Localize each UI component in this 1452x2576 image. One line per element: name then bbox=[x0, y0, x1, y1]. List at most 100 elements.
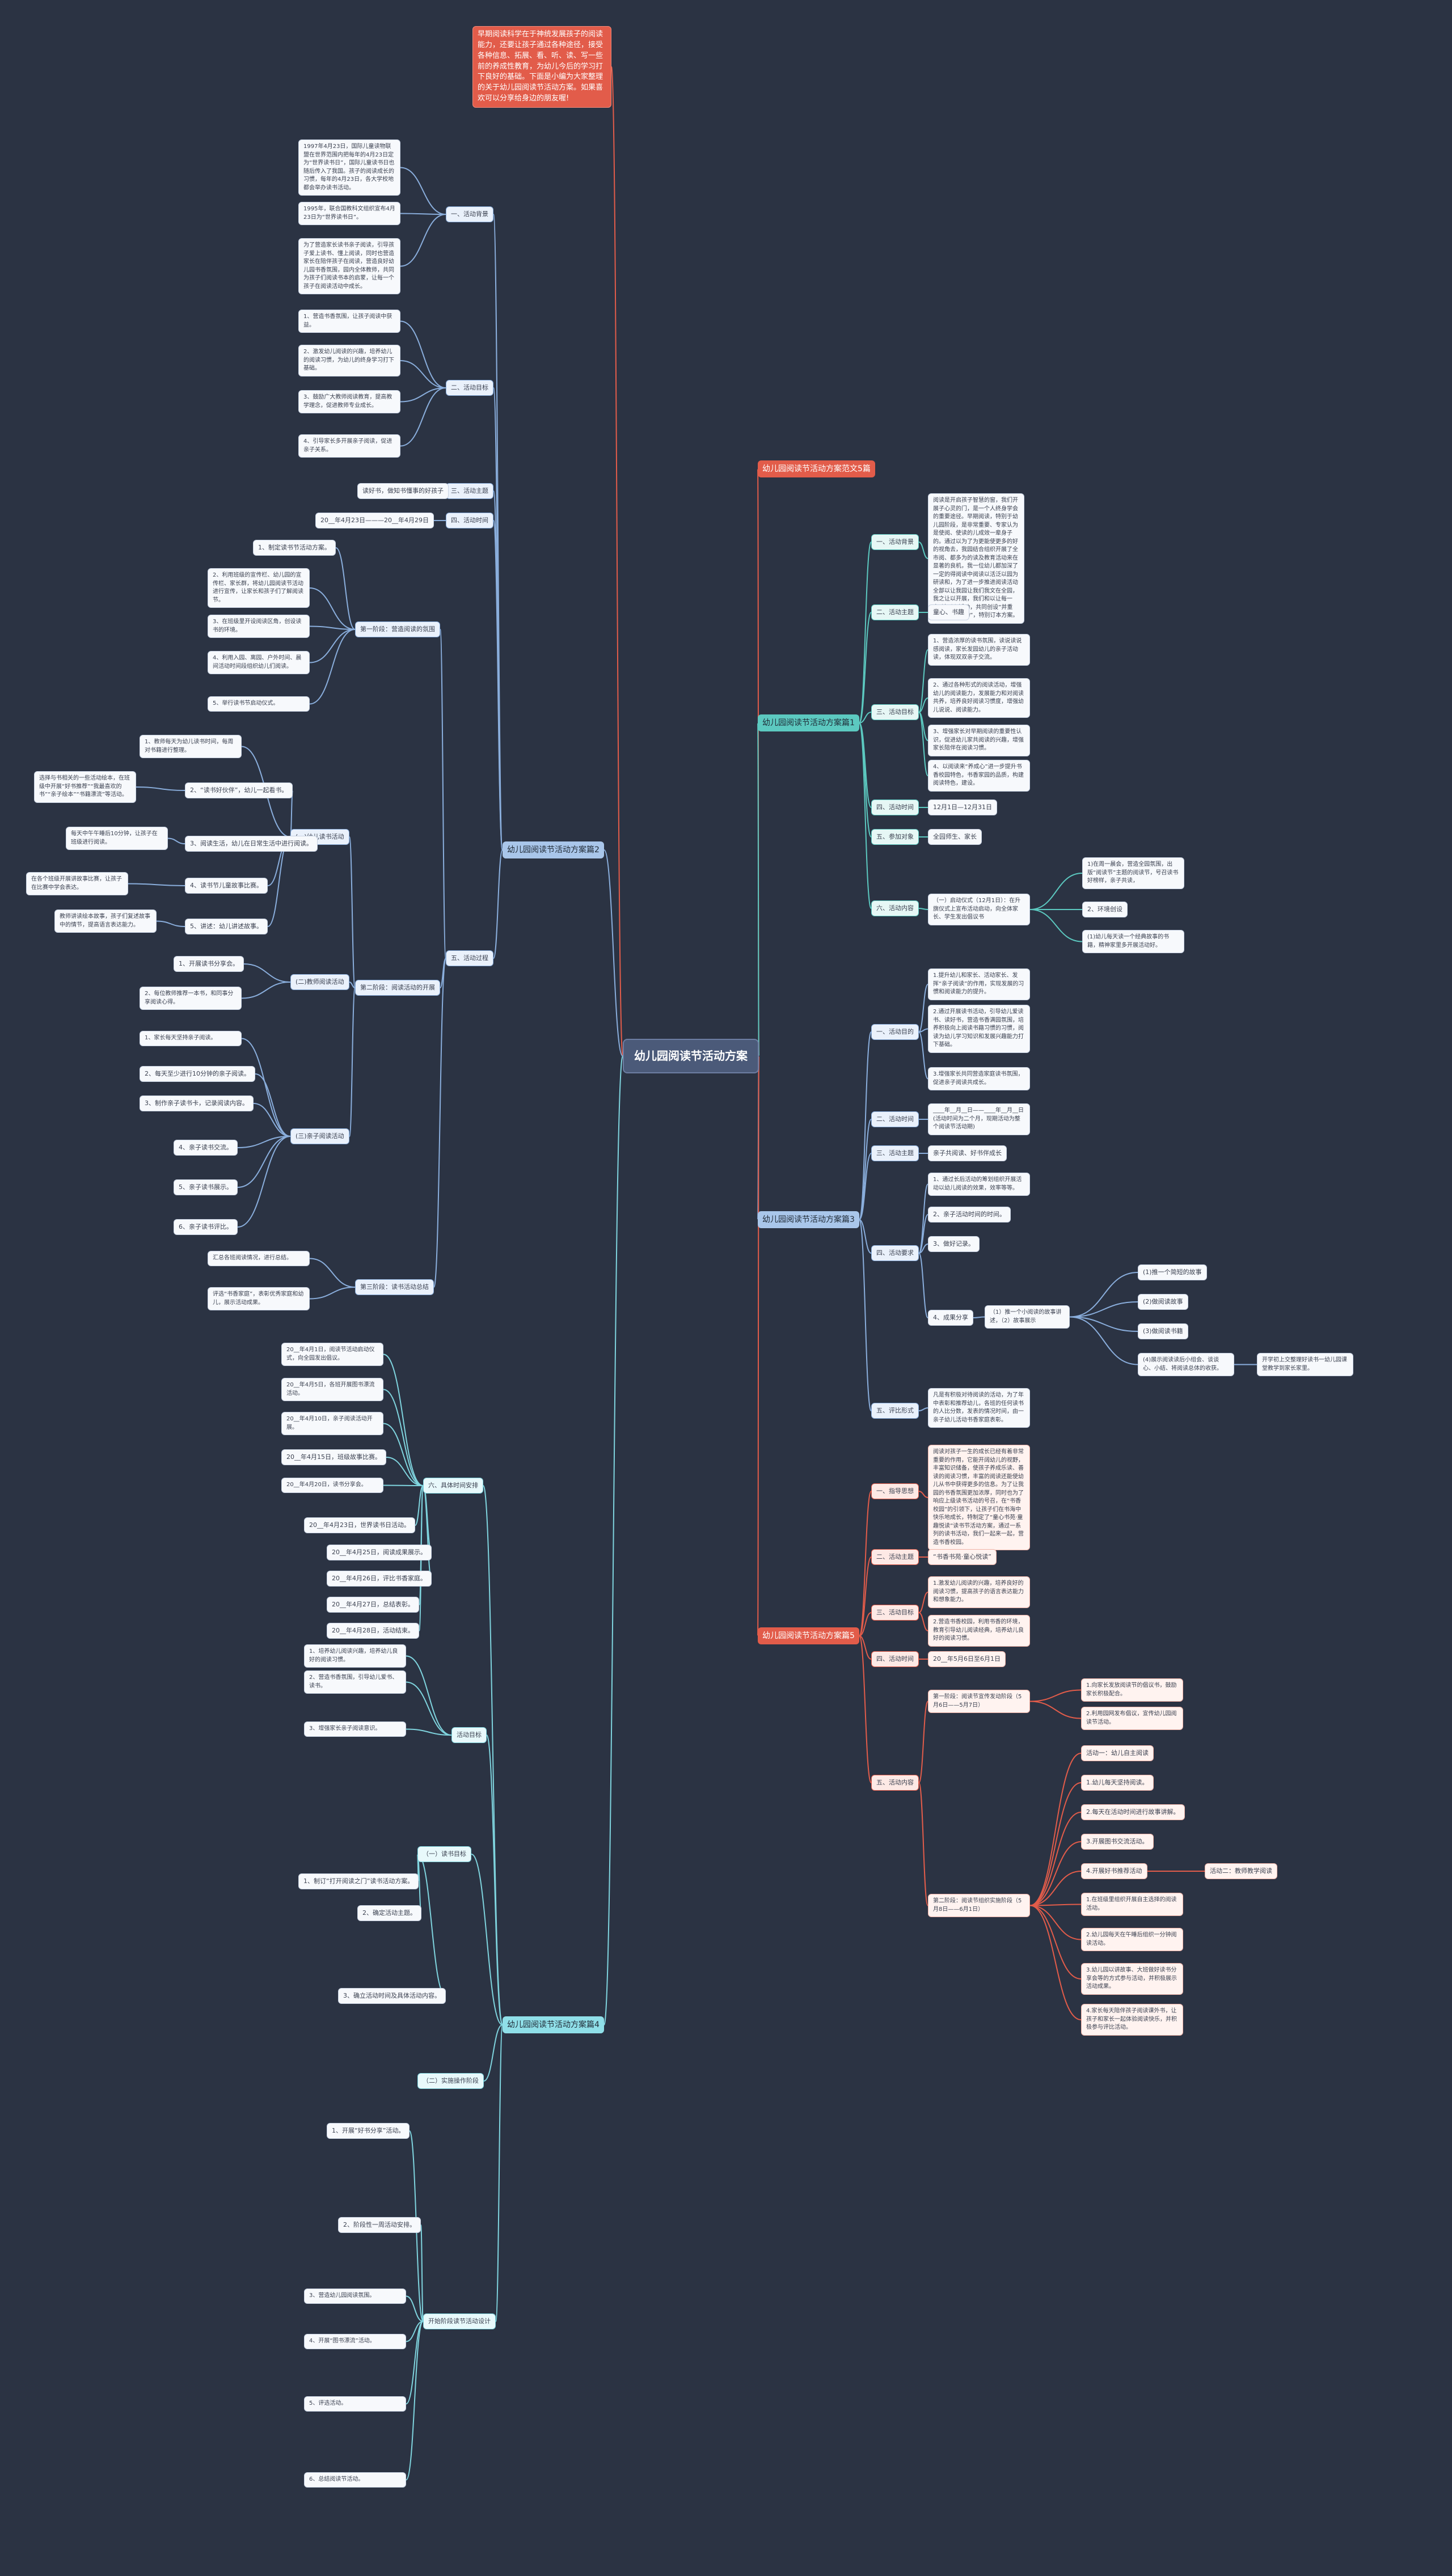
intro-node[interactable]: 早期阅读科学在于神统发展孩子的阅读能力，还要让孩子通过各种途径，接受各种信息、拓… bbox=[472, 26, 611, 108]
connector bbox=[1029, 1812, 1082, 1906]
mindmap-root[interactable]: 幼儿园阅读节活动方案 bbox=[623, 1039, 759, 1073]
connector bbox=[859, 1491, 872, 1636]
branch-c-title[interactable]: 幼儿园阅读节活动方案篇3 bbox=[758, 1211, 859, 1229]
d-s3[interactable]: 三、活动目标 bbox=[871, 1605, 919, 1621]
connector bbox=[495, 2024, 503, 2322]
connector bbox=[237, 1136, 291, 1188]
connector bbox=[415, 1485, 424, 1526]
c-s3[interactable]: 三、活动主题 bbox=[871, 1145, 919, 1161]
c-s4-3: 3、做好记录。 bbox=[928, 1236, 980, 1252]
connector bbox=[1029, 1701, 1082, 1719]
e-s2-2: 2、激发幼儿阅读的兴趣，培养幼儿的阅读习惯，为幼儿的终身学习打下基础。 bbox=[298, 345, 400, 377]
connector bbox=[241, 1038, 291, 1137]
branch-b-title[interactable]: 幼儿园阅读节活动方案篇1 bbox=[758, 714, 859, 732]
connector bbox=[1069, 1272, 1138, 1318]
c-s4-4t: （1）推一个小阅读的故事讲述，（2）故事展示 bbox=[985, 1305, 1070, 1329]
connector bbox=[859, 1635, 872, 1660]
connector bbox=[309, 629, 356, 705]
connector bbox=[400, 214, 446, 267]
b-s5[interactable]: 五、参加对象 bbox=[871, 829, 919, 845]
connector bbox=[603, 1055, 623, 2025]
c-s4-d2: 开学初上交整理好读书一幼儿园课堂教学到家长家里。 bbox=[1257, 1353, 1353, 1376]
e-st2-a3t: 每天中午午睡后10分钟，让孩子在班级进行阅读。 bbox=[66, 827, 168, 850]
connector bbox=[918, 984, 928, 1033]
connector bbox=[400, 387, 446, 403]
d-p2-6: 2.幼儿园每天在午睡后组织一分钟阅读活动。 bbox=[1081, 1928, 1183, 1951]
e-st3[interactable]: 第三阶段：读书活动总结 bbox=[355, 1279, 434, 1295]
connector bbox=[859, 722, 872, 808]
connector bbox=[349, 836, 356, 988]
f-s6[interactable]: 六、具体时间安排 bbox=[423, 1478, 483, 1494]
d-p2-7: 3.幼儿园以讲故事、大班做好读书分享会等的方式参与活动，并积极展示活动成果。 bbox=[1081, 1963, 1183, 1995]
f-t6: 20__年4月23日，世界读书日活动。 bbox=[304, 1517, 415, 1533]
e-st1-5: 5、举行读书节启动仪式。 bbox=[208, 696, 310, 712]
b-s3-2: 2、通过各种形式的阅读活动，增强幼儿的阅读能力，发展能力和对阅读共养，培养良好阅… bbox=[928, 678, 1030, 718]
e-st1[interactable]: 第一阶段：营造阅读的氛围 bbox=[355, 621, 440, 637]
e-st2-a2t: 选择与书相关的一些活动绘本，在班级中开展“好书推荐”“我最喜欢的书”“亲子绘本”… bbox=[34, 771, 136, 803]
branch-e-title[interactable]: 幼儿园阅读节活动方案篇2 bbox=[503, 841, 604, 859]
connector bbox=[918, 712, 928, 776]
connector bbox=[471, 1854, 503, 2025]
branch-a-title[interactable]: 幼儿园阅读节活动方案范文5篇 bbox=[758, 460, 875, 478]
f-ca-2: 2、营造书香氛围，引导幼儿爱书、读书。 bbox=[304, 1670, 406, 1694]
f-t10: 20__年4月28日，活动结束。 bbox=[327, 1623, 419, 1639]
e-st2-b[interactable]: (二)教师阅读活动 bbox=[290, 974, 349, 990]
connector bbox=[406, 2295, 424, 2322]
b-s2[interactable]: 二、活动主题 bbox=[871, 604, 919, 620]
e-st2-c1: 1、家长每天坚持亲子阅读。 bbox=[140, 1031, 242, 1046]
c-s4[interactable]: 四、活动要求 bbox=[871, 1245, 919, 1261]
d-s5[interactable]: 五、活动内容 bbox=[871, 1775, 919, 1791]
e-s3[interactable]: 三、活动主题 bbox=[446, 483, 493, 499]
d-s1-text: 阅读对孩子一生的成长已经有着非常重要的作用，它能开阔幼儿的视野，丰富知识储备，使… bbox=[928, 1445, 1030, 1550]
d-p2-4: 4.开展好书推荐活动 bbox=[1081, 1863, 1147, 1879]
connector bbox=[243, 963, 291, 983]
d-s2[interactable]: 二、活动主题 bbox=[871, 1549, 919, 1565]
connector bbox=[420, 2224, 424, 2322]
connector bbox=[309, 1287, 356, 1300]
e-st2-a1: 1、教师每天为幼儿读书时间，每周对书籍进行整理。 bbox=[140, 735, 242, 758]
connector bbox=[386, 1457, 424, 1486]
c-s2[interactable]: 二、活动时间 bbox=[871, 1111, 919, 1127]
b-s4[interactable]: 四、活动时间 bbox=[871, 800, 919, 815]
e-s2[interactable]: 二、活动目标 bbox=[446, 380, 493, 396]
d-s4[interactable]: 四、活动时间 bbox=[871, 1651, 919, 1667]
c-s1[interactable]: 一、活动目的 bbox=[871, 1024, 919, 1040]
d-s1[interactable]: 一、指导思想 bbox=[871, 1483, 919, 1499]
connector bbox=[406, 2321, 424, 2405]
e-s1[interactable]: 一、活动背景 bbox=[446, 206, 493, 222]
f-cb[interactable]: （一）读书目标 bbox=[417, 1846, 471, 1862]
f-cd[interactable]: 开始阶段读节活动设计 bbox=[423, 2313, 496, 2329]
e-st2-c3: 3、制作亲子读书卡，记录阅读内容。 bbox=[140, 1095, 254, 1111]
connector bbox=[1069, 1316, 1138, 1332]
e-st2-c[interactable]: (三)亲子阅读活动 bbox=[290, 1128, 349, 1144]
f-ca[interactable]: 活动目标 bbox=[451, 1727, 487, 1743]
branch-f-title[interactable]: 幼儿园阅读节活动方案篇4 bbox=[503, 2016, 604, 2034]
e-s2-3: 3、鼓励广大教师阅读教育，提高教学理念，促进教师专业成长。 bbox=[298, 390, 400, 413]
connector bbox=[1029, 1904, 1082, 1906]
connector bbox=[383, 1389, 424, 1486]
e-st2-b1: 1、开展读书分享会。 bbox=[174, 956, 244, 972]
b-s1[interactable]: 一、活动背景 bbox=[871, 534, 919, 550]
connector bbox=[1029, 1871, 1082, 1906]
f-cd-4: 4、开展“图书漂流”活动。 bbox=[304, 2334, 406, 2349]
e-st3-1: 汇总各班阅读情况，进行总结。 bbox=[208, 1251, 310, 1266]
f-cc[interactable]: （二）实施操作阶段 bbox=[417, 2073, 484, 2089]
connector bbox=[859, 1635, 872, 1783]
connector bbox=[1029, 1753, 1082, 1906]
b-s3[interactable]: 三、活动目标 bbox=[871, 704, 919, 720]
e-st2[interactable]: 第二阶段：阅读活动的开展 bbox=[355, 980, 440, 996]
e-st2-a4: 4、读书节儿童故事比赛。 bbox=[185, 878, 268, 894]
e-st2-a2: 2、“读书好伙伴”，幼儿一起看书。 bbox=[185, 782, 293, 798]
b-s6[interactable]: 六、活动内容 bbox=[871, 900, 919, 916]
e-s5[interactable]: 五、活动过程 bbox=[446, 950, 493, 966]
branch-d-title[interactable]: 幼儿园阅读节活动方案篇5 bbox=[758, 1627, 859, 1645]
f-t5: 20__年4月20日，读书分享会。 bbox=[281, 1478, 383, 1493]
b-s6-2: 2、环境创设 bbox=[1082, 902, 1128, 917]
connector bbox=[918, 542, 928, 559]
e-s4[interactable]: 四、活动时间 bbox=[446, 513, 493, 528]
c-s4-b: (2)做阅读故事 bbox=[1138, 1294, 1188, 1310]
e-st2-a5: 5、讲述：幼儿讲述故事。 bbox=[185, 919, 268, 934]
c-s5[interactable]: 五、评比形式 bbox=[871, 1403, 919, 1419]
connector bbox=[1029, 1689, 1082, 1702]
connector bbox=[859, 712, 872, 724]
